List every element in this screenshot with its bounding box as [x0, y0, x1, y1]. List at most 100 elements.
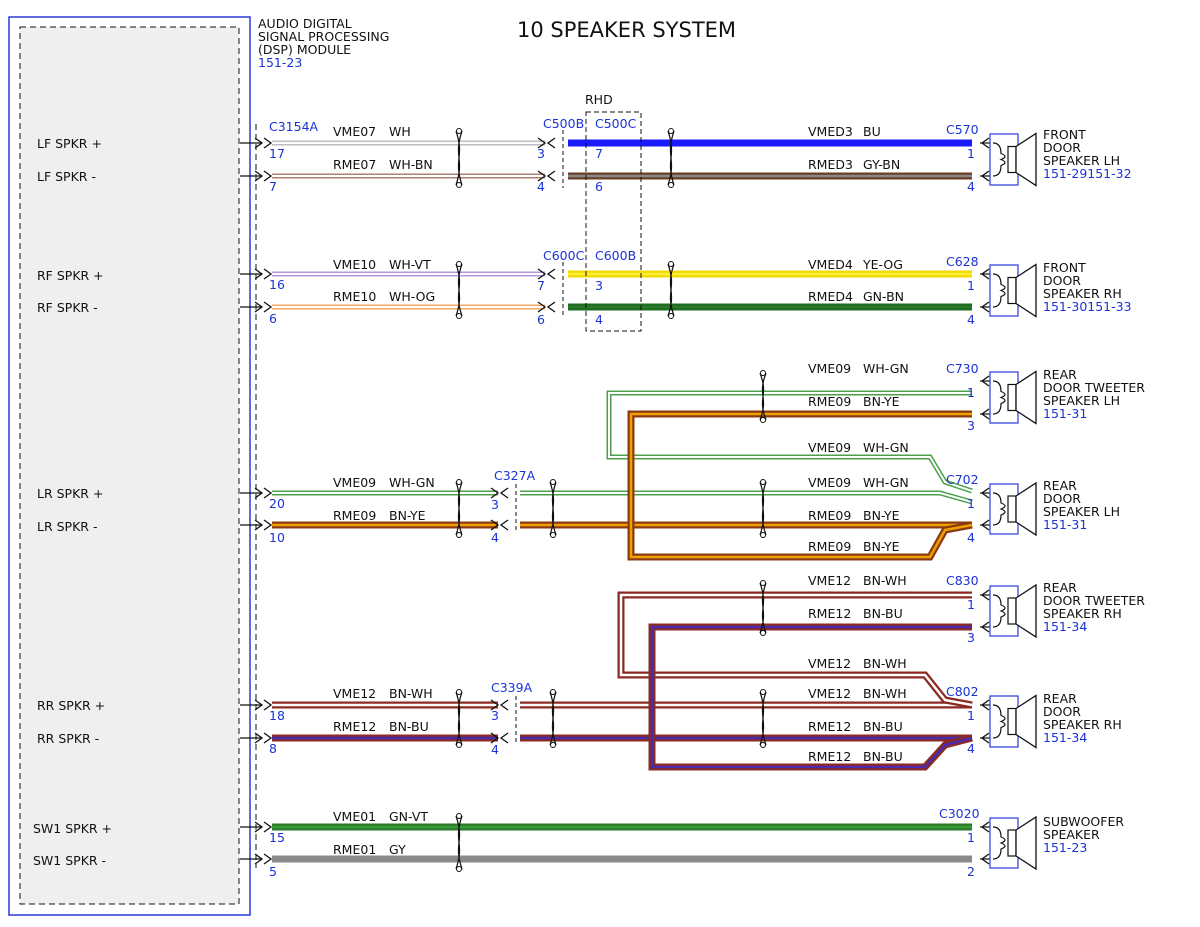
pin-number: 5	[269, 864, 277, 879]
speaker-coil	[992, 492, 1006, 526]
speaker-rear-rh: C802 1 4 REAR DOOR SPEAKER RH 151-34	[946, 684, 1122, 756]
wire-color: GN-BN	[863, 289, 904, 304]
connector-arrow	[980, 408, 990, 420]
twist-end	[760, 689, 766, 695]
module-pin-arrow	[263, 301, 273, 313]
twisted-pair-mark	[455, 815, 463, 870]
pin-number: 4	[537, 179, 545, 194]
inline-pin-arrow	[490, 699, 500, 711]
speaker-rear-tweeter-rh: C830 1 3 REAR DOOR TWEETER SPEAKER RH 15…	[946, 573, 1145, 645]
wire-color: GY	[389, 842, 406, 857]
pin-number: 1	[967, 146, 975, 161]
speaker-name: DOOR	[1043, 273, 1081, 288]
speaker-connector: C730	[946, 361, 979, 376]
pin-number: 3	[491, 497, 499, 512]
speaker-cone	[1015, 263, 1037, 318]
module-pin-arrow	[263, 853, 273, 865]
connector-arrow	[980, 170, 990, 182]
speaker-connector: C802	[946, 684, 979, 699]
twisted-pair-mark	[759, 481, 767, 536]
wire-circuit: RME09	[333, 508, 376, 523]
speaker-coil	[992, 142, 1006, 177]
module-connector-name: C3154A	[269, 119, 319, 134]
speaker-name: DOOR TWEETER	[1043, 380, 1145, 395]
wire-color: YE-OG	[862, 257, 903, 272]
speaker-cone	[1015, 694, 1037, 749]
pin-label-rr-neg: RR SPKR -	[37, 731, 99, 746]
twist-end	[668, 182, 674, 188]
speaker-ref: 151-23	[1043, 840, 1087, 855]
module-name-line-1: AUDIO DIGITAL	[258, 16, 352, 31]
wire-circuit: RME07	[333, 157, 376, 172]
pin-number: 2	[967, 864, 975, 879]
pin-number: 7	[595, 146, 603, 161]
speaker-name: SPEAKER LH	[1043, 393, 1120, 408]
pin-label-lr-neg: LR SPKR -	[37, 519, 97, 534]
pin-label-rf-neg: RF SPKR -	[37, 300, 98, 315]
twist-end	[456, 128, 462, 134]
wire-circuit: VMED4	[808, 257, 853, 272]
diagram-title: 10 SPEAKER SYSTEM	[517, 18, 736, 42]
wire-circuit: VME12	[808, 573, 851, 588]
connector-arrow	[980, 519, 990, 531]
pin-number: 1	[967, 278, 975, 293]
speaker-name: REAR	[1043, 367, 1077, 382]
speaker-magnet	[1007, 145, 1017, 174]
wire-rr-tweeter-pos-stripe	[619, 593, 973, 707]
speaker-name: SPEAKER RH	[1043, 606, 1122, 621]
wire-color: BN-WH	[863, 656, 907, 671]
wire-circuit: VME09	[808, 475, 851, 490]
twisted-pair-mark	[549, 481, 557, 536]
connector-arrow	[980, 268, 990, 280]
speaker-connector: C3020	[939, 806, 980, 821]
wire-circuit: RME12	[333, 719, 376, 734]
pin-number: 4	[967, 741, 975, 756]
wire-lr-tweeter-neg-stripe	[629, 412, 973, 559]
module-pin-arrow	[263, 487, 273, 499]
pin-number: 16	[269, 277, 285, 292]
wire-color: BU	[863, 124, 881, 139]
speaker-coil	[992, 704, 1006, 739]
speaker-connector: C628	[946, 254, 979, 269]
connector-arrow	[254, 732, 264, 744]
connector-arrow	[980, 699, 990, 711]
wire-circuit: VME09	[808, 361, 851, 376]
connector-arrow	[980, 487, 990, 499]
wire-layer	[272, 139, 973, 863]
speaker-front-lh: C570 1 4 FRONT DOOR SPEAKER LH 151-29151…	[946, 122, 1132, 194]
twist-end	[550, 742, 556, 748]
speaker-cone	[1015, 132, 1037, 187]
pin-number: 8	[269, 741, 277, 756]
speaker-connector: C830	[946, 573, 979, 588]
wire-circuit: RME12	[808, 749, 851, 764]
wire-color: BN-BU	[389, 719, 429, 734]
pin-number: 3	[491, 708, 499, 723]
connector-c339a: C339A	[491, 680, 533, 695]
speaker-coil	[992, 273, 1006, 308]
pin-number: 4	[967, 312, 975, 327]
pin-number: 4	[595, 312, 603, 327]
speaker-icon-layer	[980, 132, 1037, 871]
inline-pin-arrow	[537, 170, 547, 182]
speaker-magnet	[1007, 276, 1017, 305]
connector-arrow	[980, 621, 990, 633]
speaker-magnet	[1007, 597, 1017, 625]
pin-number: 1	[967, 830, 975, 845]
connector-c500b: C500B	[543, 116, 584, 131]
connector-arrow	[546, 137, 556, 149]
twist-end	[456, 532, 462, 538]
speaker-name: DOOR TWEETER	[1043, 593, 1145, 608]
speaker-cone	[1015, 370, 1037, 425]
wire-color: GN-VT	[389, 809, 428, 824]
wire-circuit: RME01	[333, 842, 376, 857]
module-pin-arrow	[263, 732, 273, 744]
twist-end	[668, 261, 674, 267]
wire-lr-pos-b-stripe	[520, 492, 973, 503]
wire-color: WH-GN	[863, 361, 909, 376]
inline-pin-arrow	[537, 137, 547, 149]
wire-circuit: RME10	[333, 289, 376, 304]
pin-number: 4	[491, 530, 499, 545]
rhd-box	[585, 111, 642, 332]
pin-label-lf-pos: LF SPKR +	[37, 136, 102, 151]
inline-pin-arrow	[490, 487, 500, 499]
